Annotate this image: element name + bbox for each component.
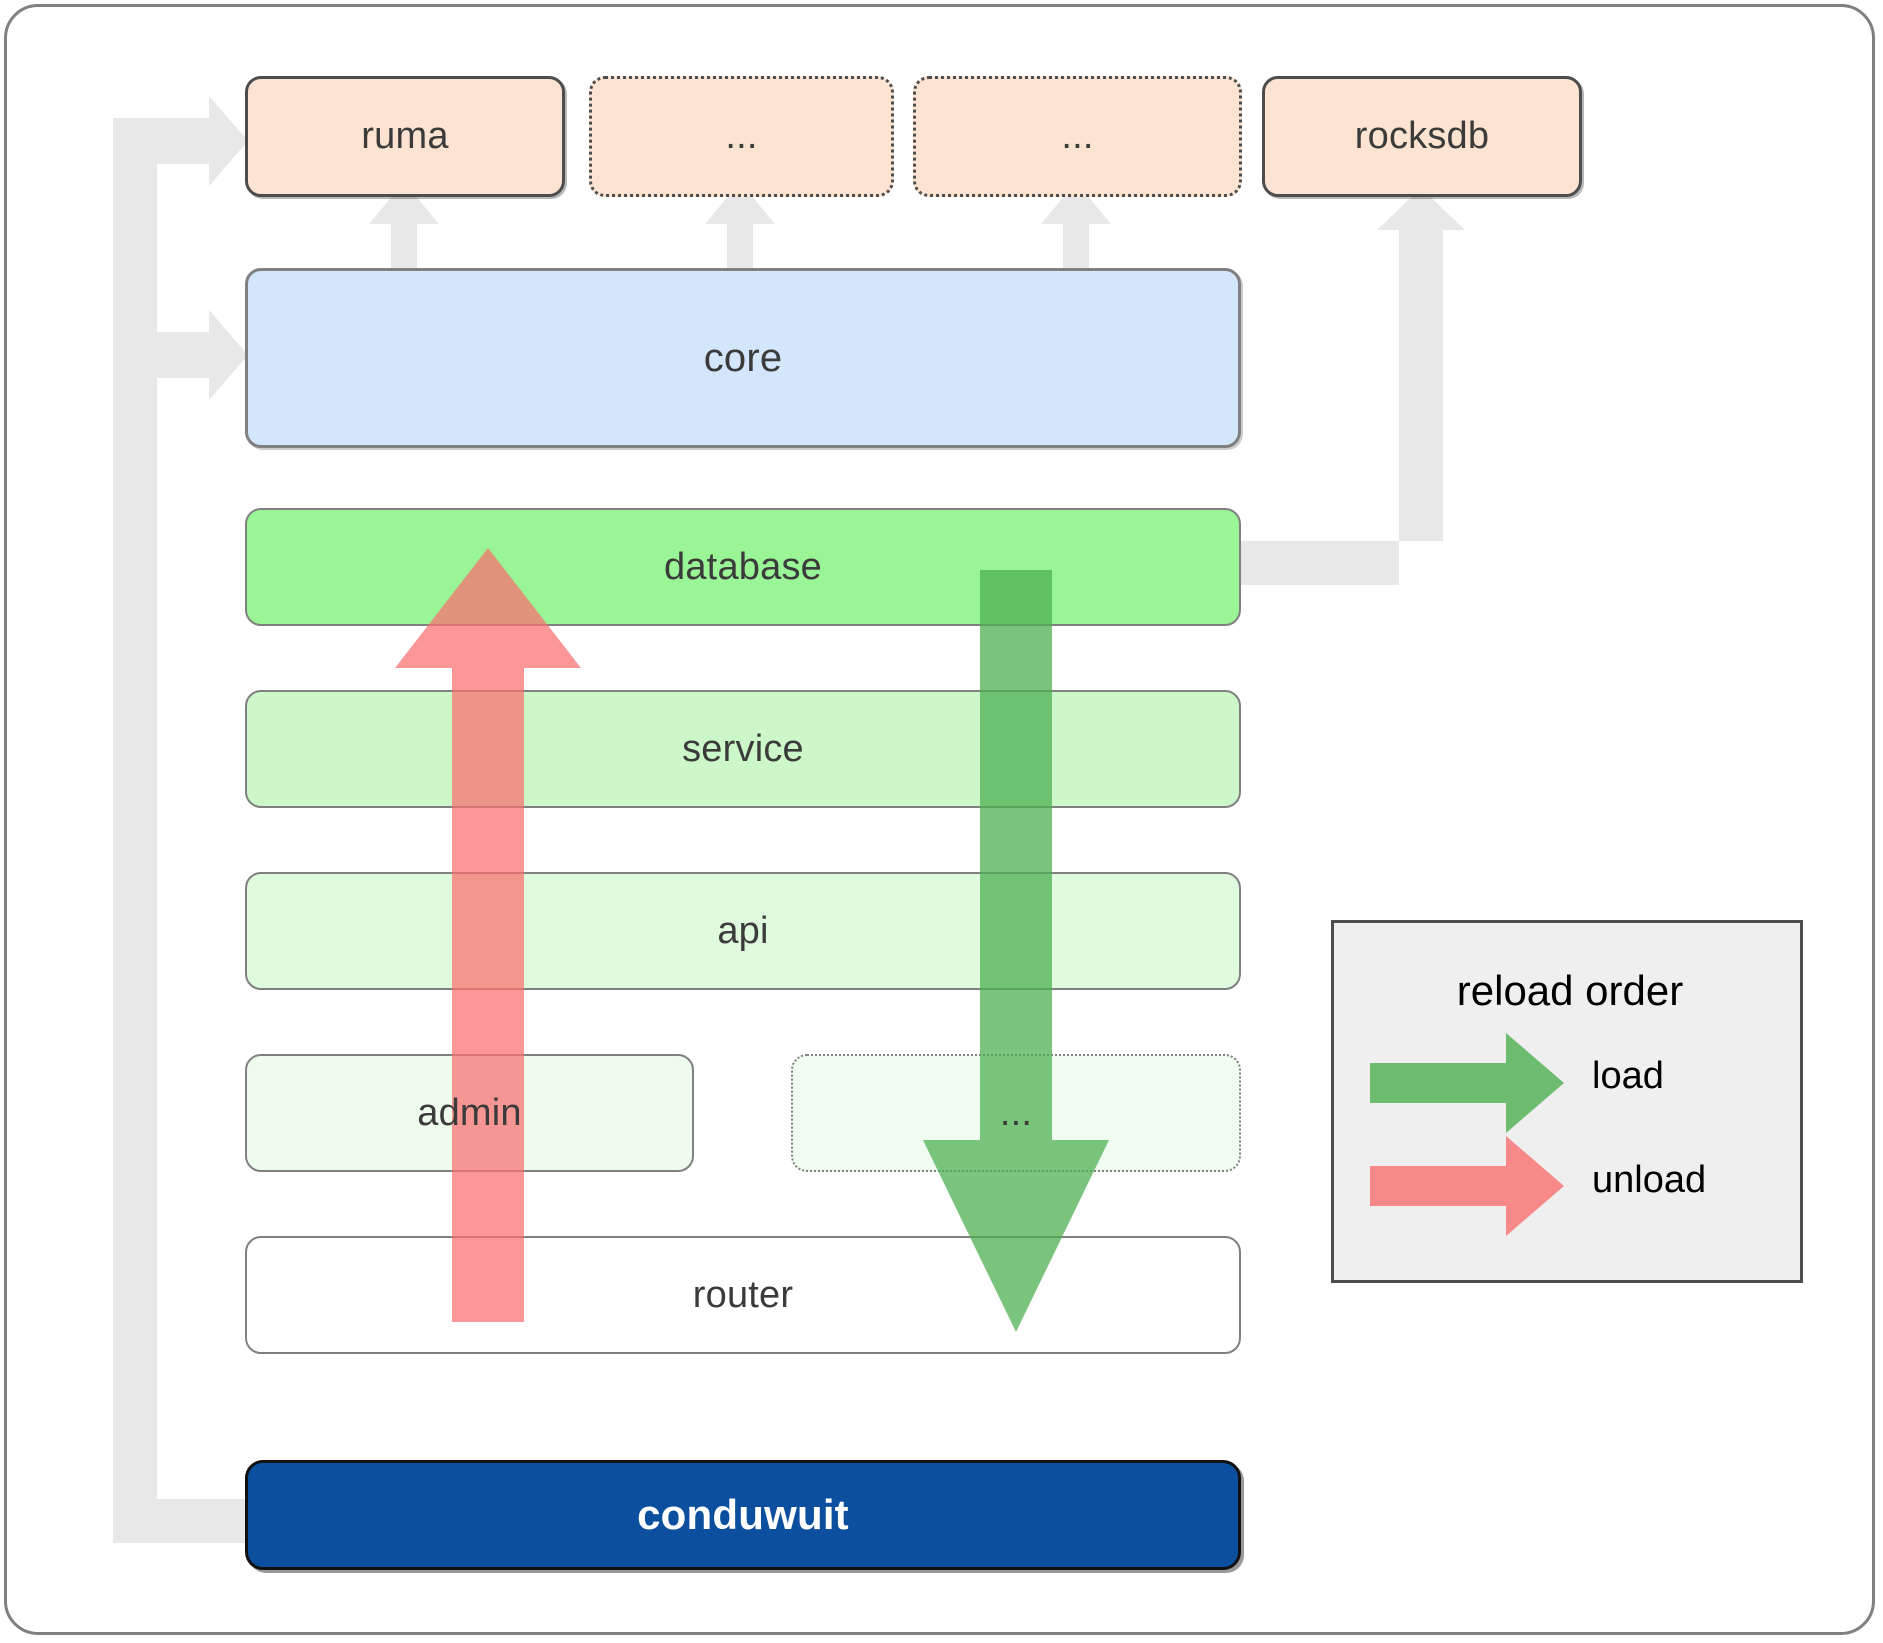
conduwuit-box[interactable]: conduwuit [245, 1460, 1241, 1570]
legend-load-label: load [1592, 1055, 1664, 1097]
legend-unload-label: unload [1592, 1159, 1707, 1201]
layer-label: router [692, 1273, 794, 1316]
legend-panel: reload order load unload [1331, 920, 1803, 1283]
layer-box-router[interactable]: router [245, 1236, 1241, 1354]
core-box[interactable]: core [245, 268, 1241, 448]
unload-arrow-icon [1370, 1136, 1564, 1236]
legend-arrow-icons [1370, 1033, 1564, 1236]
dependency-label: ... [1061, 115, 1094, 157]
dependency-box-ellipsis-2[interactable]: ... [913, 76, 1242, 197]
layer-box-api[interactable]: api [245, 872, 1241, 990]
layer-label: service [682, 727, 804, 770]
layer-label: ... [999, 1091, 1033, 1134]
layer-box-database[interactable]: database [245, 508, 1241, 626]
layer-box-ellipsis[interactable]: ... [791, 1054, 1241, 1172]
dependency-box-rocksdb[interactable]: rocksdb [1262, 76, 1582, 197]
layer-box-service[interactable]: service [245, 690, 1241, 808]
dependency-label: ruma [361, 115, 449, 157]
load-arrow-icon [1370, 1033, 1564, 1133]
dependency-box-ruma[interactable]: ruma [245, 76, 565, 197]
layer-label: admin [417, 1091, 522, 1134]
legend-title: reload order [1456, 967, 1684, 1014]
diagram-frame [4, 4, 1875, 1635]
core-label: core [703, 335, 783, 380]
layer-label: api [717, 909, 769, 952]
dependency-box-ellipsis-1[interactable]: ... [589, 76, 894, 197]
dependency-label: ... [725, 115, 758, 157]
conduwuit-label: conduwuit [637, 1491, 849, 1538]
layer-label: database [664, 545, 822, 588]
layer-box-admin[interactable]: admin [245, 1054, 694, 1172]
dependency-label: rocksdb [1354, 115, 1490, 157]
